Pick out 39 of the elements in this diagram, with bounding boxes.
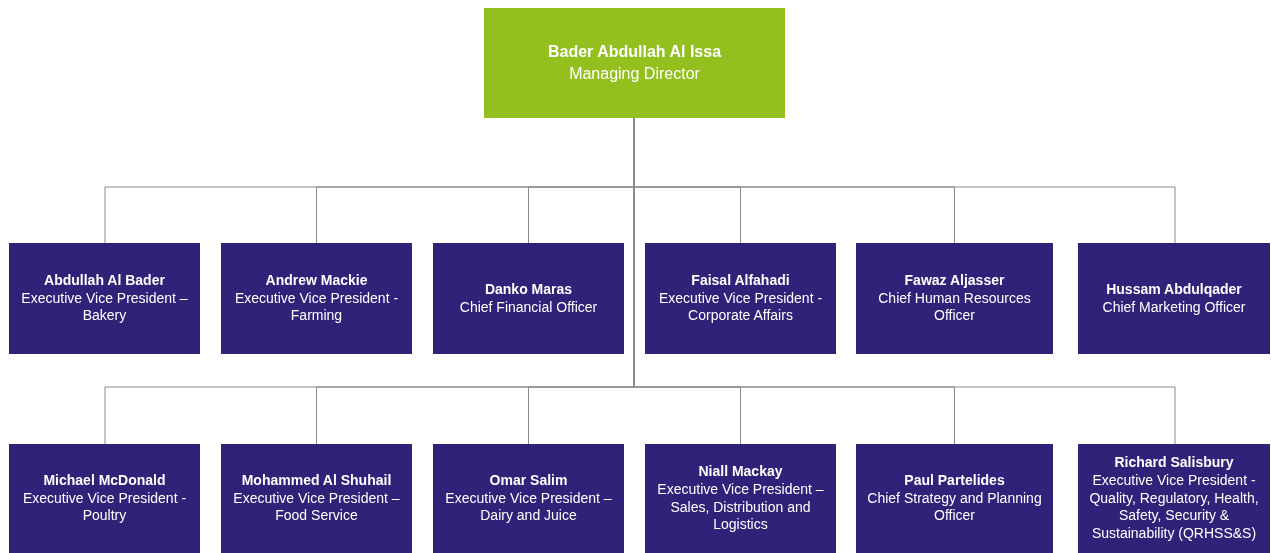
job-title: Chief Marketing Officer [1102,298,1246,317]
executive-box [221,444,412,553]
director-box [484,8,785,118]
person-name: Richard Salisbury [1114,453,1234,472]
job-title: Executive Vice President – Dairy and Juice [444,489,613,526]
job-title: Executive Vice President – Food Service [232,489,401,526]
executive-box [645,444,836,553]
job-title: Executive Vice President – Sales, Distribution and Logistics [656,480,825,535]
job-title: Executive Vice President - Quality, Regulatory, Health, Safety, Security & Sustainability (QRHSS&S) [1088,471,1260,544]
person-name: Fawaz Aljasser [904,271,1005,290]
executive-box [433,444,624,553]
person-name: Omar Salim [489,471,568,490]
person-name: Bader Abdullah Al Issa [547,42,722,63]
job-title: Executive Vice President - Corporate Affairs [657,289,824,326]
job-title: Executive Vice President – Bakery [20,289,189,326]
person-name: Hussam Abdulqader [1106,280,1242,299]
person-name: Danko Maras [484,280,573,299]
job-title: Executive Vice President - Farming [233,289,400,326]
executive-box [856,243,1053,354]
job-title: Managing Director [569,64,700,84]
executive-box [433,243,624,354]
executive-box [9,444,200,553]
person-name: Michael McDonald [43,471,166,490]
executive-box [1078,243,1270,354]
person-name: Abdullah Al Bader [44,271,165,290]
executive-box [221,243,412,354]
executive-box [645,243,836,354]
job-title: Chief Human Resources Officer [877,289,1032,326]
person-name: Paul Partelides [904,471,1005,490]
person-name: Faisal Alfahadi [691,271,790,290]
job-title: Chief Strategy and Planning Officer [866,489,1043,526]
person-name: Mohammed Al Shuhail [241,471,392,490]
person-name: Niall Mackay [698,462,783,481]
job-title: Chief Financial Officer [459,298,598,317]
job-title: Executive Vice President - Poultry [21,489,188,526]
executive-box [856,444,1053,553]
executive-box [9,243,200,354]
executive-box [1078,444,1270,553]
person-name: Andrew Mackie [265,271,368,290]
